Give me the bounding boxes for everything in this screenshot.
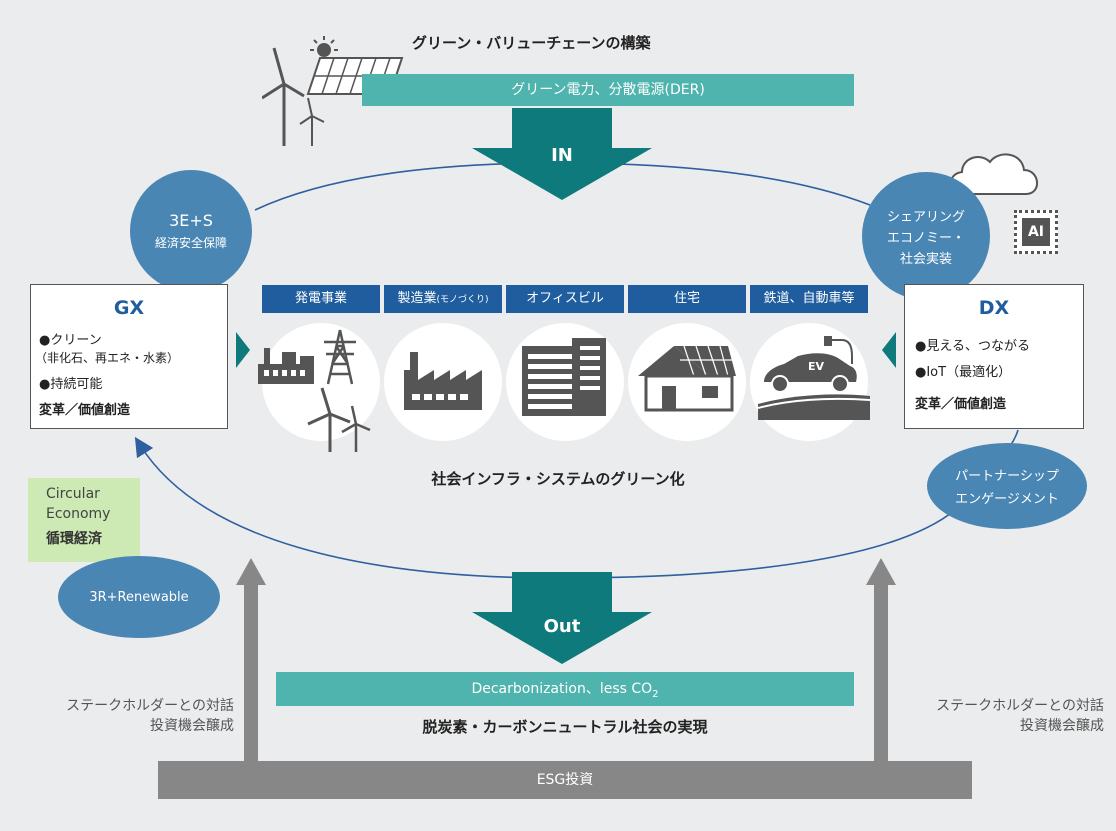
out-label: Out (543, 616, 581, 637)
esg-investment-bar: ESG投資 (158, 761, 972, 799)
gx-line1: ●クリーン (39, 333, 102, 348)
left-chevron (236, 332, 250, 368)
dx-circle-line1: シェアリング (886, 209, 965, 225)
in-label: IN (551, 145, 573, 166)
center-caption: 社会インフラ・システムのグリーン化 (431, 470, 685, 488)
gx-title: GX (113, 297, 145, 319)
stakeholder-left-line2: 投資機会醸成 (150, 718, 234, 734)
sector-label-power: 発電事業 (262, 285, 380, 313)
sector-label-transport: 鉄道、自動車等 (750, 285, 868, 313)
stakeholder-right-line2: 投資機会醸成 (1020, 718, 1104, 734)
cloud-icon (950, 153, 1038, 195)
sector-label-manufacturing-main: 製造業 (397, 291, 437, 306)
decarbonization-output-bar: Decarbonization、less CO2 (276, 672, 854, 706)
factory-icon (404, 352, 482, 410)
right-chevron (882, 332, 896, 368)
sector-label-office: オフィスビル (506, 285, 624, 313)
stakeholder-left-line1: ステークホルダーとの対話 (66, 698, 234, 714)
left-gray-head (236, 558, 266, 585)
dx-line2: ●IoT（最適化） (915, 365, 1012, 380)
gx-box: GX ●クリーン （非化石、再エネ・水素） ●持続可能 変革／価値創造 (30, 284, 228, 429)
house-icon (638, 345, 736, 412)
stakeholder-right-line1: ステークホルダーとの対話 (936, 698, 1104, 714)
bottom-caption: 脱炭素・カーボンニュートラル社会の実現 (422, 718, 708, 736)
green-power-input-bar: グリーン電力、分散電源(DER) (362, 74, 854, 106)
gx-line4: 変革／価値創造 (39, 403, 131, 418)
partnership-circle: パートナーシップ エンゲージメント (927, 443, 1087, 529)
right-gray-shaft (874, 583, 888, 763)
gx-line2: （非化石、再エネ・水素） (35, 351, 180, 365)
partnership-line1: パートナーシップ (955, 469, 1059, 484)
sector-label-housing: 住宅 (628, 285, 746, 313)
in-arrow (472, 108, 652, 200)
ai-chip-icon: AI (1014, 210, 1058, 254)
dx-title: DX (978, 297, 1010, 319)
dx-box: DX ●見える、つながる ●IoT（最適化） 変革／価値創造 (904, 284, 1084, 429)
page-title: グリーン・バリューチェーンの構築 (412, 34, 651, 52)
output-bar-main: Decarbonization、less CO (471, 681, 653, 697)
gx-3es-circle: 3E+S 経済安全保障 (130, 170, 252, 292)
dx-line3: 変革／価値創造 (915, 397, 1007, 412)
right-gray-head (866, 558, 896, 585)
lower-cycle-arc (134, 436, 956, 579)
circular-line1: Circular (46, 486, 100, 502)
renewable-label: 3R+Renewable (89, 589, 189, 605)
ai-label: AI (1022, 218, 1050, 246)
gx-circle-sub: 経済安全保障 (154, 236, 227, 250)
sector-label-manufacturing-sub: (モノづくり) (436, 295, 489, 305)
output-bar-sub: 2 (652, 688, 659, 700)
left-gray-shaft (244, 583, 258, 763)
renewable-circle: 3R+Renewable (58, 556, 220, 638)
gx-circle-title: 3E+S (169, 211, 213, 230)
dx-circle-line2: エコノミー・ (886, 230, 965, 246)
circular-economy-box: Circular Economy 循環経済 (28, 478, 140, 562)
out-arrow (472, 572, 652, 664)
dx-circle-line3: 社会実装 (899, 251, 952, 267)
partnership-line2: エンゲージメント (955, 492, 1059, 507)
dx-line1: ●見える、つながる (915, 339, 1030, 354)
power-plant-icon (258, 329, 371, 452)
sector-label-manufacturing: 製造業(モノづくり) (384, 285, 502, 313)
stakeholder-note-right: ステークホルダーとの対話 投資機会醸成 (890, 696, 1104, 736)
dx-sharing-circle: シェアリング エコノミー・ 社会実装 (862, 172, 990, 300)
stakeholder-note-left: ステークホルダーとの対話 投資機会醸成 (20, 696, 234, 736)
circular-line2: Economy (46, 506, 111, 522)
circular-line3: 循環経済 (46, 531, 102, 547)
office-building-icon (522, 338, 606, 416)
gx-line3: ●持続可能 (39, 377, 103, 392)
ev-label: EV (807, 360, 825, 373)
ev-train-icon (758, 336, 870, 420)
